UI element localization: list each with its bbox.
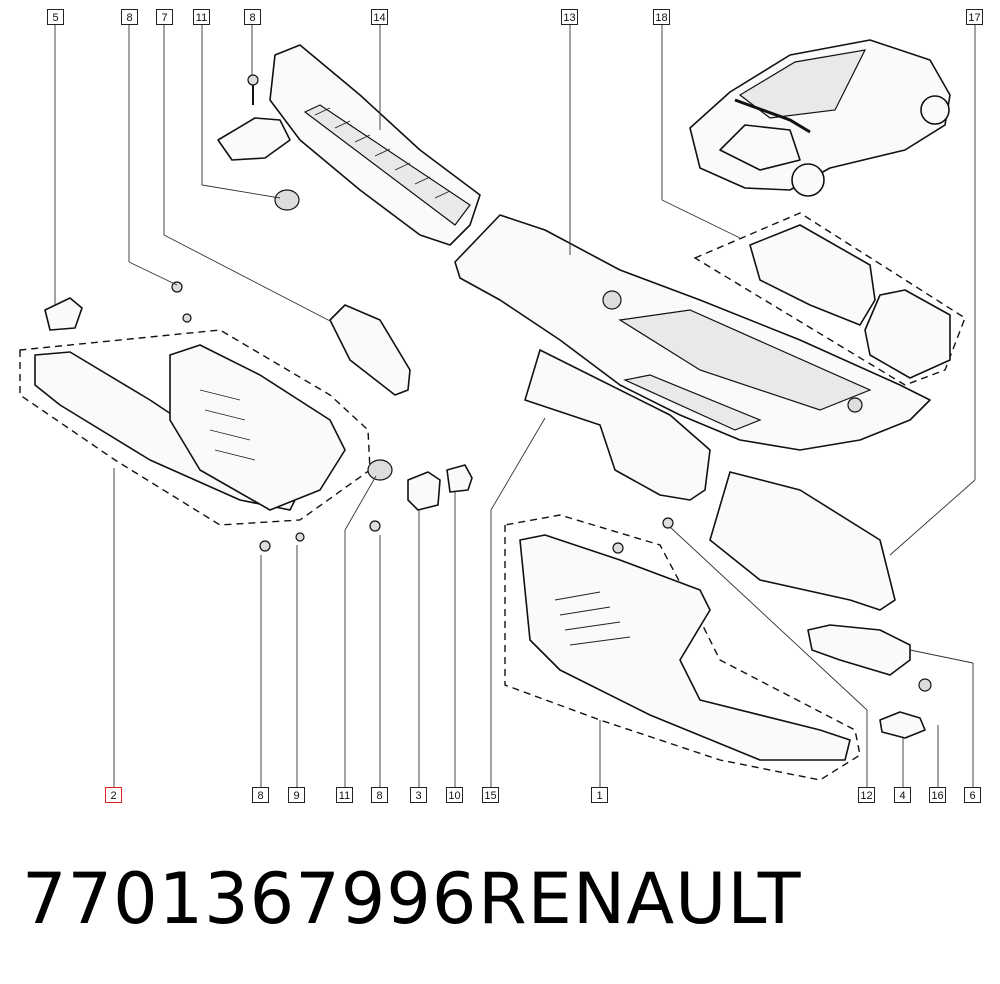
lower-grille-left xyxy=(19,281,371,526)
clip-left xyxy=(44,297,83,331)
callout-13: 13 xyxy=(561,9,578,25)
fasteners-center xyxy=(259,459,473,552)
bracket-right-6 xyxy=(662,517,932,739)
bracket-group-right xyxy=(693,212,966,386)
part-number: 7701367996 xyxy=(22,858,478,940)
callout-12: 12 xyxy=(858,787,875,803)
callout-8: 8 xyxy=(371,787,388,803)
callout-8: 8 xyxy=(121,9,138,25)
callout-15: 15 xyxy=(482,787,499,803)
callout-14: 14 xyxy=(371,9,388,25)
callout-17: 17 xyxy=(966,9,983,25)
callout-8: 8 xyxy=(252,787,269,803)
callout-6: 6 xyxy=(964,787,981,803)
bracket-center-15 xyxy=(524,349,711,501)
callout-1: 1 xyxy=(591,787,608,803)
cowl-grille-upper xyxy=(269,44,481,246)
lower-grille-right xyxy=(504,514,861,781)
bracket-right-17 xyxy=(709,471,896,611)
leader-lines xyxy=(54,25,976,787)
callout-7: 7 xyxy=(156,9,173,25)
callout-8: 8 xyxy=(244,9,261,25)
scuttle-panel xyxy=(454,214,931,451)
callout-11: 11 xyxy=(193,9,210,25)
brand-name: RENAULT xyxy=(478,858,802,940)
callout-11: 11 xyxy=(336,787,353,803)
car-illustration xyxy=(689,39,951,197)
bracket-left-upper xyxy=(217,74,300,211)
callout-10: 10 xyxy=(446,787,463,803)
callout-2: 2 xyxy=(105,787,122,803)
callout-3: 3 xyxy=(410,787,427,803)
bracket-small-left xyxy=(329,304,411,396)
callout-18: 18 xyxy=(653,9,670,25)
callout-9: 9 xyxy=(288,787,305,803)
parts-diagram xyxy=(19,25,976,787)
callout-4: 4 xyxy=(894,787,911,803)
callout-5: 5 xyxy=(47,9,64,25)
callout-16: 16 xyxy=(929,787,946,803)
